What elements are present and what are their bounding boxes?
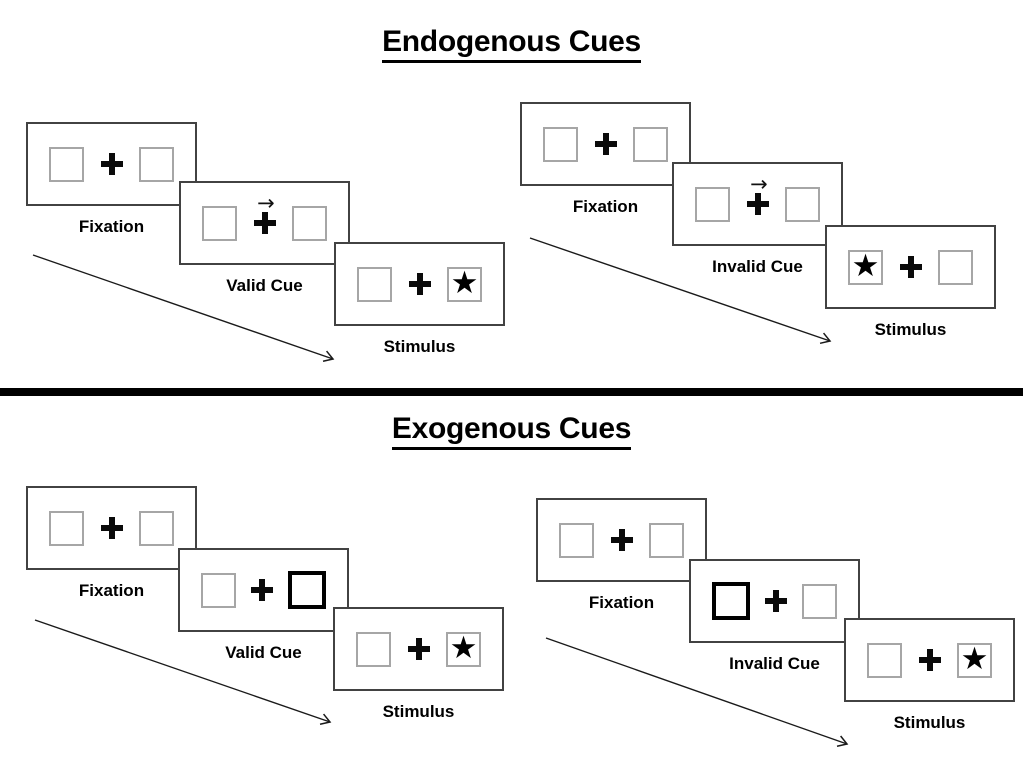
panel-exogenous-invalid-stimulus: ★ Stimulus xyxy=(844,618,1015,732)
fixation-cross-icon xyxy=(610,529,633,551)
timeline-arrow-endogenous-valid xyxy=(32,254,335,363)
cue-arrow-icon: → xyxy=(257,191,275,215)
fixation-cross-icon xyxy=(408,273,431,295)
left-box xyxy=(695,186,730,222)
left-box xyxy=(712,582,750,620)
panel-endogenous-invalid-stimulus: ★ Stimulus xyxy=(825,225,996,339)
left-box xyxy=(357,266,392,302)
section-title-exogenous: Exogenous Cues xyxy=(0,414,1023,450)
right-box xyxy=(785,186,820,222)
right-box xyxy=(938,249,973,285)
left-box: ★ xyxy=(848,247,883,285)
left-box xyxy=(867,642,902,678)
panel-endogenous-valid-fixation: Fixation xyxy=(26,122,197,236)
panel-exogenous-valid-stimulus: ★ Stimulus xyxy=(333,607,504,721)
fixation-cross-icon xyxy=(594,133,617,155)
panel-label: Valid Cue xyxy=(225,643,302,662)
star-icon: ★ xyxy=(851,247,880,284)
panel-label: Stimulus xyxy=(893,713,966,732)
right-box xyxy=(288,571,326,609)
left-box xyxy=(543,126,578,162)
right-box: ★ xyxy=(447,264,482,302)
fixation-cross-icon: → xyxy=(253,193,276,234)
right-box xyxy=(292,205,327,241)
fixation-cross-icon xyxy=(100,153,123,175)
panel-label: Stimulus xyxy=(874,320,947,339)
cue-arrow-icon: → xyxy=(750,172,768,196)
section-title-text: Endogenous Cues xyxy=(382,27,641,63)
fixation-cross-icon xyxy=(251,579,273,601)
timeline-arrow-endogenous-invalid xyxy=(529,237,832,345)
right-box xyxy=(633,126,668,162)
right-box: ★ xyxy=(446,629,481,667)
panel-exogenous-invalid-cue: Invalid Cue xyxy=(689,559,860,673)
panel-endogenous-valid-cue: → Valid Cue xyxy=(179,181,350,295)
fixation-cross-icon xyxy=(407,638,430,660)
panel-label: Valid Cue xyxy=(226,276,303,295)
timeline-arrow-exogenous-invalid xyxy=(545,637,849,747)
fixation-cross-icon: → xyxy=(746,174,769,215)
right-box xyxy=(649,522,684,558)
panel-label: Fixation xyxy=(588,593,655,612)
panel-label: Stimulus xyxy=(382,702,455,721)
fixation-cross-icon xyxy=(918,649,941,671)
section-title-endogenous: Endogenous Cues xyxy=(0,27,1023,63)
panel-endogenous-valid-stimulus: ★ Stimulus xyxy=(334,242,505,356)
fixation-cross-icon xyxy=(765,590,787,612)
star-icon: ★ xyxy=(449,629,478,666)
panel-endogenous-invalid-cue: → Invalid Cue xyxy=(672,162,843,276)
left-box xyxy=(559,522,594,558)
fixation-cross-icon xyxy=(100,517,123,539)
panel-exogenous-invalid-fixation: Fixation xyxy=(536,498,707,612)
panel-label: Fixation xyxy=(78,581,145,600)
star-icon: ★ xyxy=(450,264,479,301)
panel-exogenous-valid-fixation: Fixation xyxy=(26,486,197,600)
left-box xyxy=(49,510,84,546)
panel-label: Invalid Cue xyxy=(712,257,803,276)
left-box xyxy=(49,146,84,182)
panel-endogenous-invalid-fixation: Fixation xyxy=(520,102,691,216)
section-divider xyxy=(0,388,1023,396)
left-box xyxy=(201,572,236,608)
panel-label: Stimulus xyxy=(383,337,456,356)
right-box: ★ xyxy=(957,640,992,678)
panel-label: Invalid Cue xyxy=(729,654,820,673)
right-box xyxy=(139,510,174,546)
right-box xyxy=(139,146,174,182)
fixation-cross-icon xyxy=(899,256,922,278)
left-box xyxy=(202,205,237,241)
panel-label: Fixation xyxy=(572,197,639,216)
timeline-arrow-exogenous-valid xyxy=(34,619,332,726)
panel-exogenous-valid-cue: Valid Cue xyxy=(178,548,349,662)
section-title-text: Exogenous Cues xyxy=(391,414,631,450)
left-box xyxy=(356,631,391,667)
panel-label: Fixation xyxy=(78,217,145,236)
star-icon: ★ xyxy=(960,640,989,677)
right-box xyxy=(802,583,837,619)
